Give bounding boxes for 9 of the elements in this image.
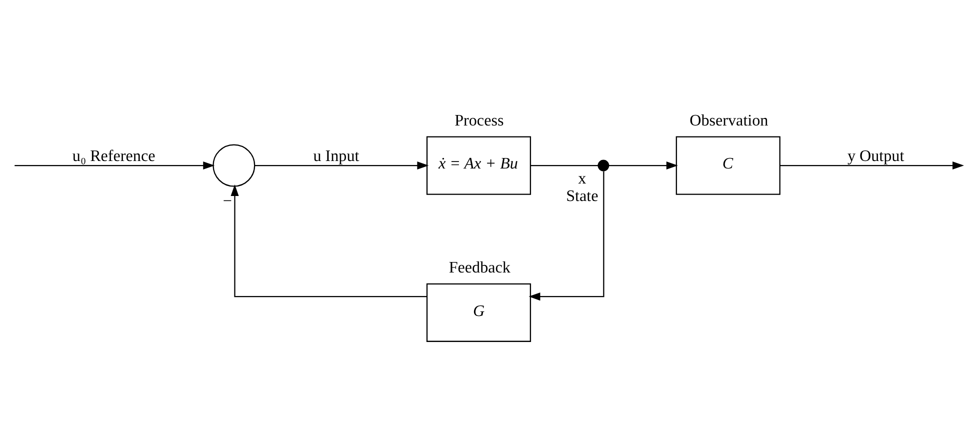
edge-label: u Input — [313, 148, 360, 166]
edge-label: u₀ Reference — [72, 148, 156, 166]
edge-label: − — [222, 193, 232, 210]
node-label: x — [578, 170, 586, 188]
node-label: Feedback — [448, 260, 510, 277]
node-label: Observation — [690, 112, 768, 130]
node-label: State — [566, 188, 598, 205]
edge-label: y Output — [847, 148, 904, 166]
node-label: Process — [454, 112, 504, 130]
